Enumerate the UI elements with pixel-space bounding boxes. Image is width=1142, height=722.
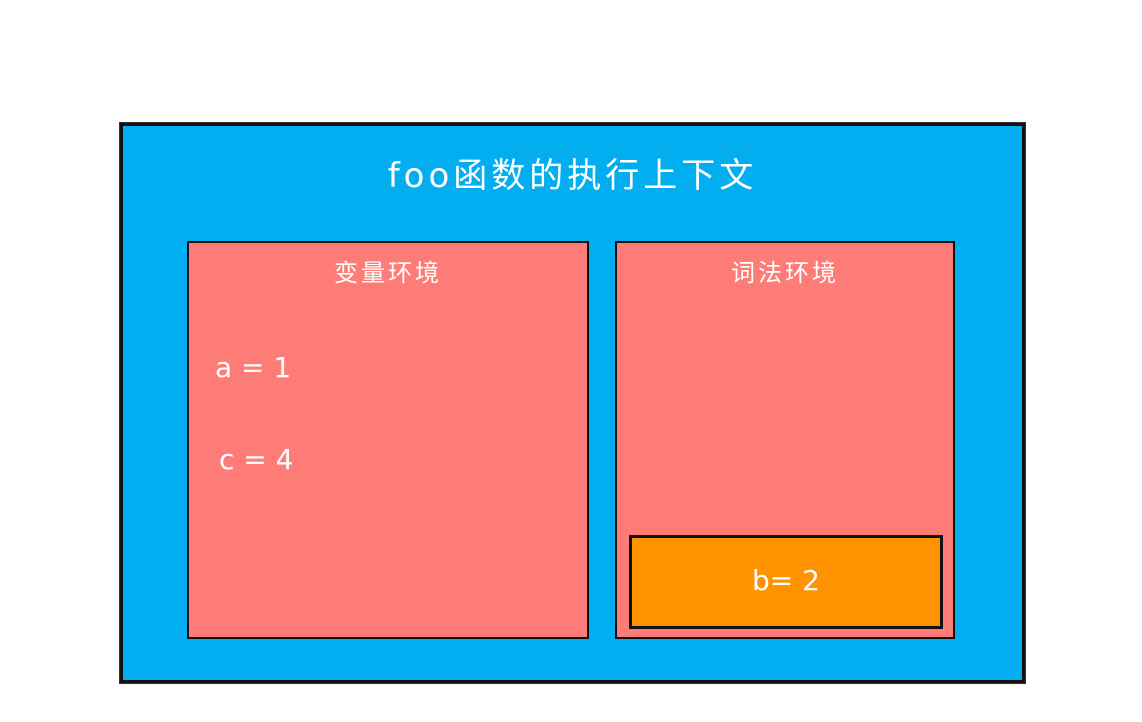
variable-environment-panel: 变量环境 a = 1 c = 4: [187, 241, 589, 639]
execution-context-box: foo函数的执行上下文 变量环境 a = 1 c = 4 词法环境 b= 2: [120, 123, 1025, 683]
variable-entry-a: a = 1: [215, 351, 292, 384]
block-scope-box: b= 2: [629, 535, 943, 629]
lexical-environment-panel: 词法环境 b= 2: [615, 241, 955, 639]
variable-environment-label: 变量环境: [334, 259, 442, 287]
lexical-environment-label: 词法环境: [731, 259, 839, 287]
variable-entry-c: c = 4: [219, 443, 294, 476]
execution-context-title: foo函数的执行上下文: [387, 156, 758, 196]
lexical-entry-b: b= 2: [752, 564, 820, 597]
